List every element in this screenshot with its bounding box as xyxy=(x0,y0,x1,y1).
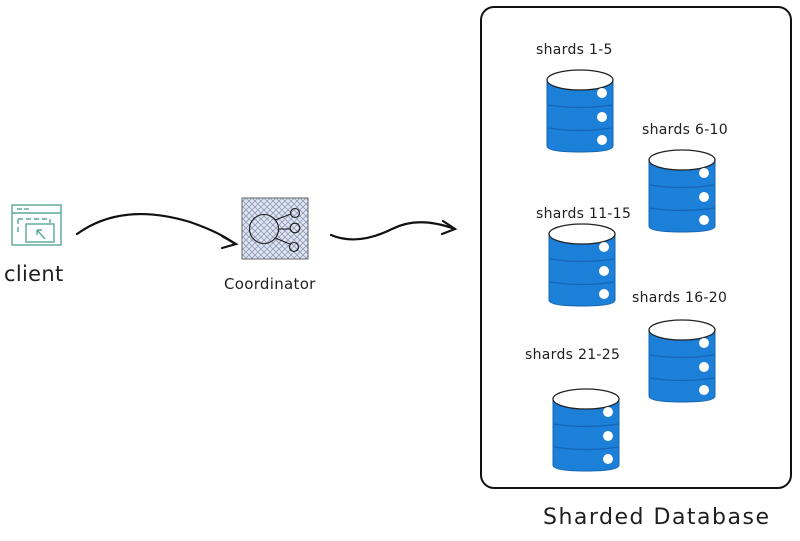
browser-window-icon[interactable] xyxy=(11,204,62,246)
sharded-database-container xyxy=(480,6,792,489)
edge-coordinator-database xyxy=(329,219,458,241)
database-label: Sharded Database xyxy=(543,505,771,530)
hub-node-icon[interactable] xyxy=(241,197,309,260)
shard-label-16-20: shards 16-20 xyxy=(632,290,728,306)
coordinator-label: Coordinator xyxy=(224,275,316,293)
shard-label-11-15: shards 11-15 xyxy=(536,206,632,222)
shard-label-1-5: shards 1-5 xyxy=(536,42,613,58)
shard-label-21-25: shards 21-25 xyxy=(525,347,621,363)
edge-client-coordinator xyxy=(75,213,239,250)
client-label: client xyxy=(4,262,64,286)
shard-label-6-10: shards 6-10 xyxy=(642,122,728,138)
